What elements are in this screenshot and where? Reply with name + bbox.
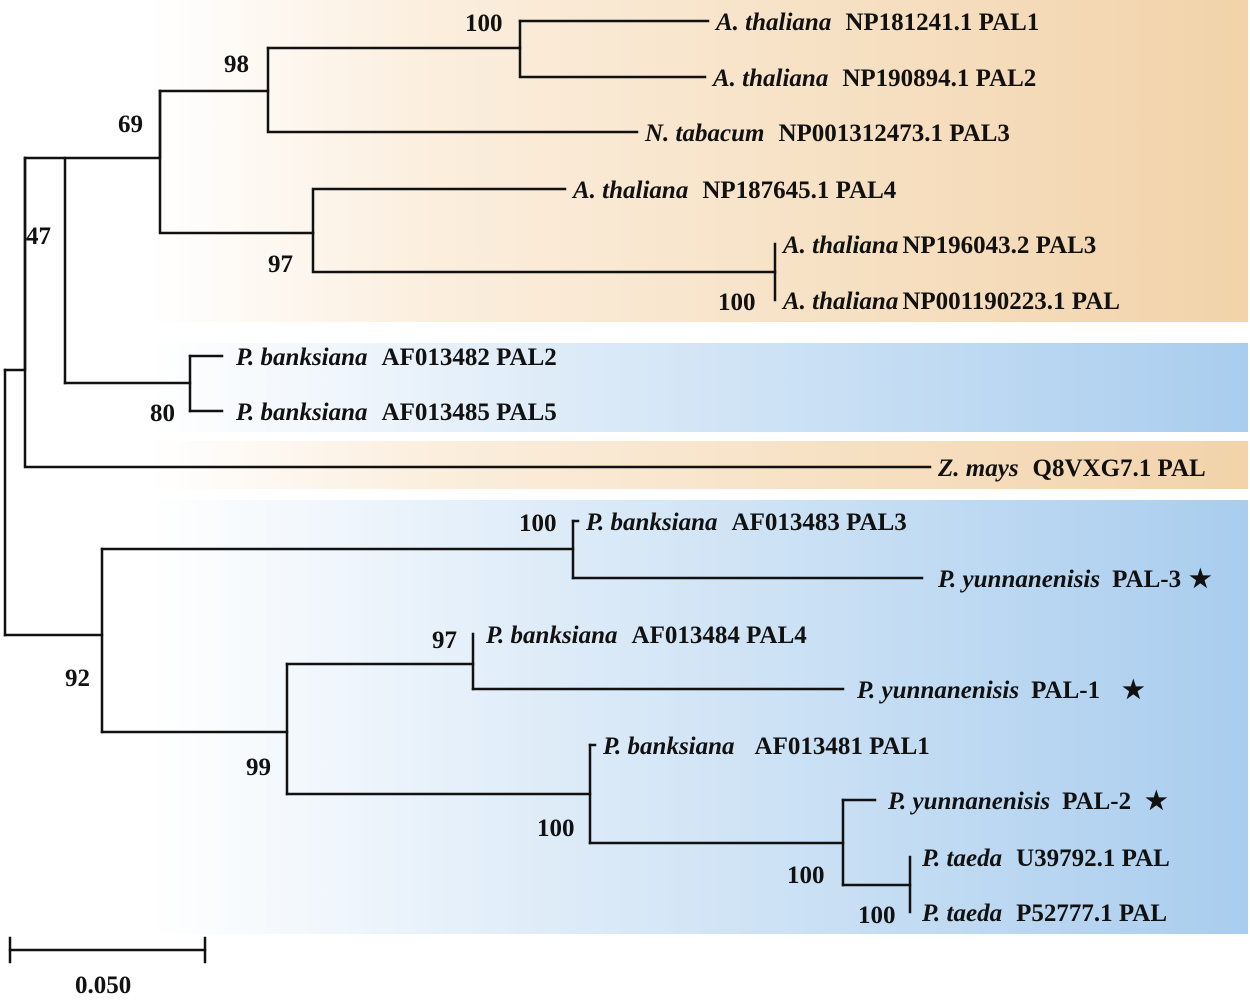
bootstrap-value: 69 [118,111,143,138]
star-icon: ★ [1145,788,1168,815]
bootstrap-value: 100 [787,862,825,889]
bootstrap-value: 97 [432,627,457,654]
clade-band-angiosperm-pal [0,0,1248,322]
bootstrap-value: 47 [26,223,51,250]
bootstrap-value: 99 [246,754,271,781]
star-icon: ★ [1189,566,1212,593]
branch-node-97-upper [311,187,567,235]
bootstrap-value: 100 [718,289,756,316]
branch-zmays [23,156,932,469]
bootstrap-value: 100 [858,902,896,929]
clade-band-pinus-clade [0,500,1248,934]
bootstrap-value: 100 [519,510,557,537]
branch-node-97-lower [311,231,777,274]
bootstrap-value: 100 [465,10,503,37]
bootstrap-labels: 100 98 69 47 97 100 80 100 97 92 99 100 … [26,10,896,929]
tree-branches [3,19,932,964]
branch-node-69-lower [158,89,315,235]
bootstrap-value: 97 [268,251,293,278]
clade-band-zea-mays [0,441,1248,489]
branch-ntabacum [266,89,639,134]
bootstrap-value: 98 [224,51,249,78]
scale-bar-label: 0.050 [75,972,131,995]
clade-band-pinus-banksiana [0,343,1248,432]
star-icon: ★ [1122,677,1145,704]
bootstrap-value: 92 [65,665,90,692]
branch-athaliana-pal2 [518,46,707,79]
bootstrap-value: 80 [150,400,175,427]
bootstrap-value: 100 [537,815,575,842]
